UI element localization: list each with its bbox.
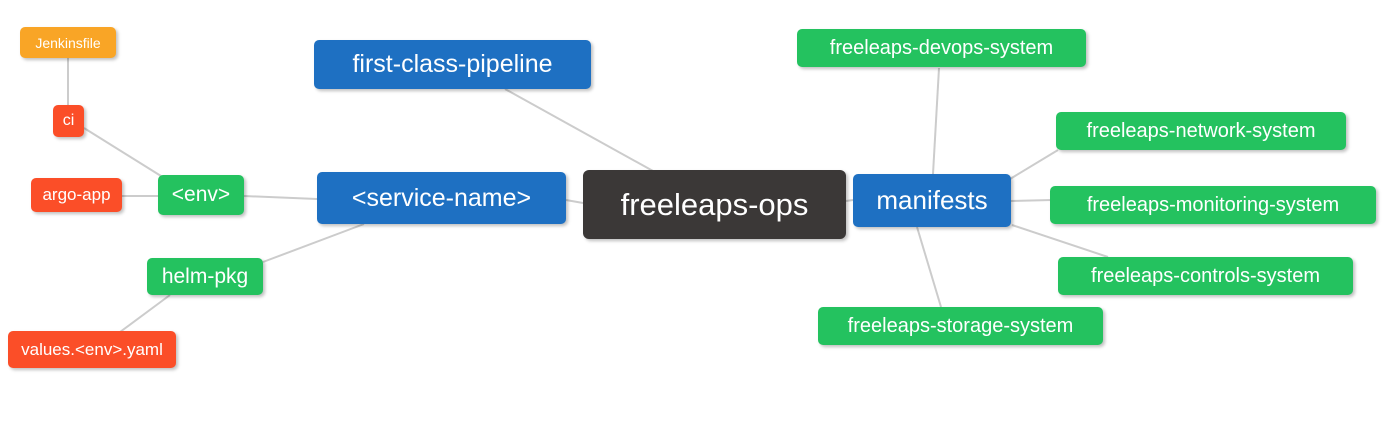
node-controls-system[interactable]: freeleaps-controls-system xyxy=(1058,257,1353,295)
edge-manifests-controls-system xyxy=(1011,224,1109,258)
edge-manifests-devops-system xyxy=(932,67,940,175)
edge-helm-pkg-values-env-yaml xyxy=(119,294,171,333)
node-jenkinsfile[interactable]: Jenkinsfile xyxy=(20,27,116,58)
node-network-system[interactable]: freeleaps-network-system xyxy=(1056,112,1346,150)
edge-manifests-monitoring-system xyxy=(1009,199,1053,202)
edge-root-service-name xyxy=(565,199,584,204)
node-monitoring-system[interactable]: freeleaps-monitoring-system xyxy=(1050,186,1376,224)
edge-manifests-storage-system xyxy=(916,226,942,308)
node-freeleaps-ops[interactable]: freeleaps-ops xyxy=(583,170,846,239)
edge-service-name-env xyxy=(243,195,318,200)
edge-manifests-network-system xyxy=(1009,149,1059,180)
node-first-class-pipeline[interactable]: first-class-pipeline xyxy=(314,40,591,89)
node-storage-system[interactable]: freeleaps-storage-system xyxy=(818,307,1103,345)
node-ci[interactable]: ci xyxy=(53,105,84,137)
node-values-env-yaml[interactable]: values.<env>.yaml xyxy=(8,331,176,368)
edge-env-ci xyxy=(83,127,162,177)
edge-service-name-helm-pkg xyxy=(262,223,365,263)
node-manifests[interactable]: manifests xyxy=(853,174,1011,227)
node-helm-pkg[interactable]: helm-pkg xyxy=(147,258,263,295)
node-devops-system[interactable]: freeleaps-devops-system xyxy=(797,29,1086,67)
edge-root-manifests xyxy=(845,199,854,202)
node-argo-app[interactable]: argo-app xyxy=(31,178,122,212)
edge-root-first-class-pipeline xyxy=(504,88,654,172)
node-service-name[interactable]: <service-name> xyxy=(317,172,566,224)
node-env[interactable]: <env> xyxy=(158,175,244,215)
